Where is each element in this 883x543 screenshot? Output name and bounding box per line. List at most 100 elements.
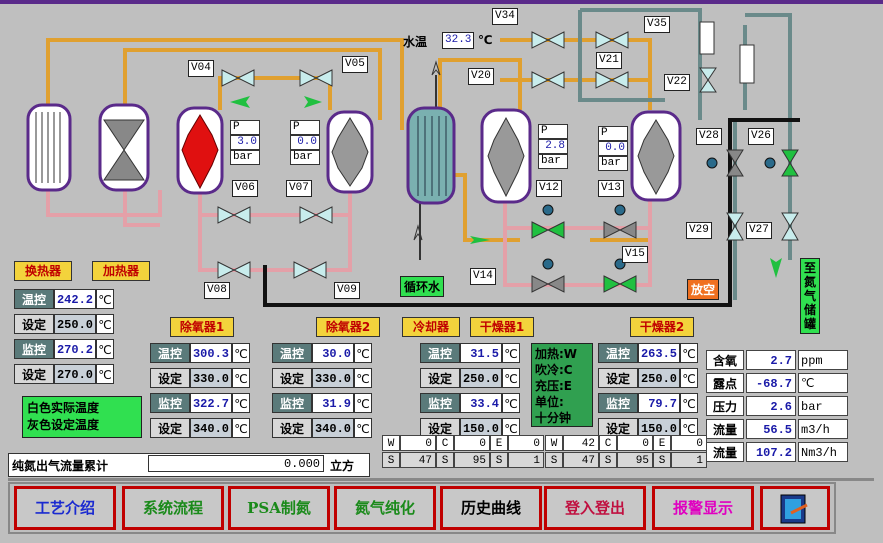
nav-button-4[interactable]: 氮气纯化 <box>334 486 436 530</box>
row-unit: ℃ <box>232 368 250 388</box>
color-note: 白色实际温度 灰色设定温度 <box>22 396 142 438</box>
row-key: 设定 <box>150 418 190 438</box>
analysis-unit: ℃ <box>798 373 848 393</box>
row-value[interactable]: 340.0 <box>312 418 354 438</box>
pressure-unit: bar <box>290 150 320 165</box>
row-value: 322.7 <box>190 393 232 413</box>
row-value[interactable]: 330.0 <box>190 368 232 388</box>
analysis-value: 2.7 <box>746 350 796 370</box>
row-unit: ℃ <box>502 393 520 413</box>
analysis-key: 含氧 <box>706 350 744 370</box>
counter-value: 0 <box>454 435 490 451</box>
row-unit: ℃ <box>232 343 250 363</box>
counter-key: S <box>653 452 671 468</box>
row-unit: ℃ <box>96 314 114 334</box>
analysis-unit: Nm3/h <box>798 442 848 462</box>
valve-label-16[interactable]: V15 <box>622 246 648 263</box>
counter-value: 95 <box>454 452 490 468</box>
counter-key: E <box>653 435 671 451</box>
exit-button[interactable] <box>760 486 830 530</box>
counter-key: S <box>382 452 400 468</box>
valve-label-14[interactable]: V29 <box>686 222 712 239</box>
row-unit: ℃ <box>502 343 520 363</box>
row-unit: ℃ <box>354 393 372 413</box>
valve-label-9[interactable]: V26 <box>748 128 774 145</box>
circulating-water-label: 循环水 <box>400 276 445 297</box>
valve-label-13[interactable]: V13 <box>598 180 624 197</box>
row-key: 监控 <box>420 393 460 413</box>
valve-label-12[interactable]: V12 <box>536 180 562 197</box>
analysis-unit: ppm <box>798 350 848 370</box>
counter-value: 47 <box>400 452 436 468</box>
row-value: 270.2 <box>54 339 96 359</box>
pressure-value: 2.8 <box>538 139 568 154</box>
nav-button-1[interactable]: 工艺介绍 <box>14 486 116 530</box>
row-value[interactable]: 250.0 <box>54 314 96 334</box>
valve-label-17[interactable]: V14 <box>470 268 496 285</box>
row-value[interactable]: 340.0 <box>190 418 232 438</box>
valve-label-19[interactable]: V09 <box>334 282 360 299</box>
nav-button-6[interactable]: 登入登出 <box>544 486 646 530</box>
note-line: 灰色设定温度 <box>27 418 100 432</box>
analysis-unit: m3/h <box>798 419 848 439</box>
valve-label-10[interactable]: V06 <box>232 180 258 197</box>
legend-line: 十分钟 <box>535 411 572 425</box>
pressure-unit: bar <box>598 156 628 171</box>
valve-label-8[interactable]: V28 <box>696 128 722 145</box>
nav-button-2[interactable]: 系统流程 <box>122 486 224 530</box>
vent-button[interactable]: 放空 <box>687 279 720 300</box>
analysis-value: 107.2 <box>746 442 796 462</box>
heat-exchanger-title: 换热器 <box>14 261 72 281</box>
row-value: 79.7 <box>638 393 680 413</box>
nav-button-5[interactable]: 历史曲线 <box>440 486 542 530</box>
valve-label-4[interactable]: V05 <box>342 56 368 73</box>
analysis-value: 56.5 <box>746 419 796 439</box>
row-unit: ℃ <box>680 343 698 363</box>
row-value[interactable]: 250.0 <box>460 368 502 388</box>
pressure-value: 0.0 <box>290 135 320 150</box>
pressure-dryer1: P 2.8 bar <box>538 124 568 169</box>
legend-line: 充压:E <box>535 379 572 393</box>
counter-key: C <box>436 435 454 451</box>
valve-label-18[interactable]: V08 <box>204 282 230 299</box>
valve-label-7[interactable]: V22 <box>664 74 690 91</box>
total-flow-label: 纯氮出气流量累计 <box>12 459 109 473</box>
row-value: 33.4 <box>460 393 502 413</box>
counter-key: S <box>490 452 508 468</box>
deox1-title: 除氧器1 <box>170 317 234 337</box>
valve-label-15[interactable]: V27 <box>746 222 772 239</box>
valve-label-3[interactable]: V04 <box>188 60 214 77</box>
row-value[interactable]: 330.0 <box>312 368 354 388</box>
valve-label-5[interactable]: V20 <box>468 68 494 85</box>
row-value[interactable]: 150.0 <box>460 418 502 438</box>
valve-label-11[interactable]: V07 <box>286 180 312 197</box>
counter-value: 42 <box>563 435 599 451</box>
row-value[interactable]: 250.0 <box>638 368 680 388</box>
row-key: 温控 <box>14 289 54 309</box>
nav-button-7[interactable]: 报警显示 <box>652 486 754 530</box>
row-value[interactable]: 270.0 <box>54 364 96 384</box>
valve-label-2[interactable]: V35 <box>644 16 670 33</box>
row-key: 温控 <box>420 343 460 363</box>
valve-label-6[interactable]: V21 <box>596 52 622 69</box>
pressure-value: 3.0 <box>230 135 260 150</box>
nav-button-3[interactable]: PSA制氮 <box>228 486 330 530</box>
pressure-unit: bar <box>230 150 260 165</box>
row-unit: ℃ <box>354 368 372 388</box>
valve-label-1[interactable]: V34 <box>492 8 518 25</box>
